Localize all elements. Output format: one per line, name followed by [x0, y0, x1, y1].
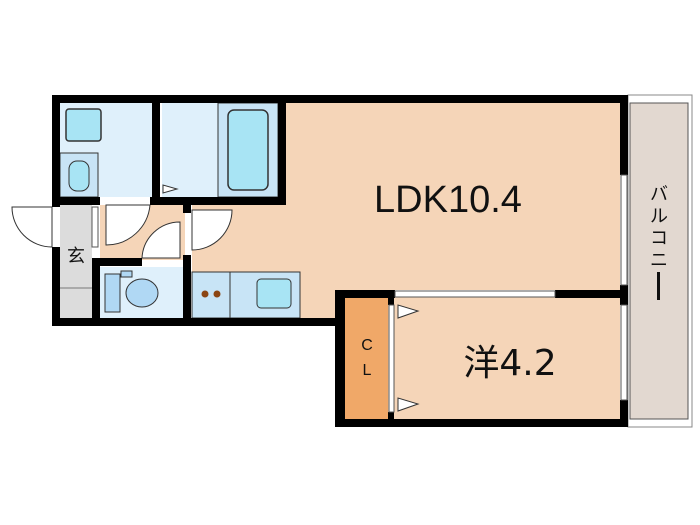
- ldk-door: [191, 209, 233, 251]
- sliding-door: [394, 290, 556, 298]
- bathtub-icon: [227, 109, 269, 191]
- closet: [345, 297, 388, 419]
- toilet-door: [141, 221, 181, 259]
- stove-burner-icon: [201, 290, 209, 298]
- western-room-window: [620, 304, 628, 401]
- closet-door: [388, 304, 395, 413]
- washing-machine-icon: [65, 108, 102, 142]
- stove-burner-icon: [213, 290, 221, 298]
- balcony-label-dash: [657, 272, 660, 300]
- entrance-frame: [91, 206, 99, 248]
- balcony-label-1: バ: [650, 184, 668, 205]
- washroom-door: [105, 204, 151, 246]
- balcony-label-2: ル: [650, 206, 668, 227]
- closet-door-marker: [397, 304, 420, 319]
- ldk-room: [285, 103, 620, 290]
- entrance-door: [11, 206, 53, 248]
- closet-door-marker: [397, 397, 420, 412]
- closet-label-c: C: [361, 337, 373, 354]
- closet-label-l: L: [363, 362, 372, 379]
- balcony: バ ル コ ニ: [627, 94, 693, 428]
- entrance-label: 玄: [67, 246, 85, 267]
- balcony-label-4: ニ: [650, 250, 668, 271]
- balcony-label-3: コ: [650, 228, 668, 249]
- ldk-window: [620, 174, 628, 286]
- walls: [52, 95, 628, 427]
- western-room-label: 洋4.2: [463, 343, 556, 384]
- sink-icon: [68, 160, 90, 192]
- toilet-icon: [104, 270, 159, 313]
- ldk-label: LDK10.4: [374, 179, 522, 221]
- entrance: [60, 205, 92, 318]
- bath-door-marker: [162, 184, 179, 194]
- kitchen-sink-icon: [256, 278, 292, 309]
